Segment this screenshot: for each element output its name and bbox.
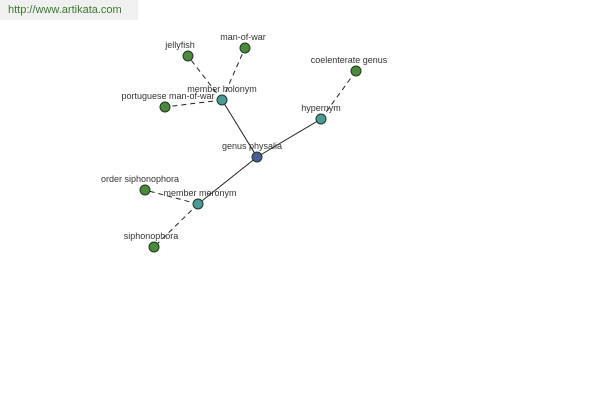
edge-genus-physalia-to-member-holonym [221, 99, 258, 158]
label-jellyfish[interactable]: jellyfish [164, 40, 195, 50]
edge-genus-physalia-to-member-meronym [197, 156, 258, 205]
label-genus-physalia[interactable]: genus physalia [222, 141, 282, 151]
node-member-meronym[interactable] [192, 198, 204, 210]
label-man-of-war[interactable]: man-of-war [220, 32, 266, 42]
label-member-holonym[interactable]: member holonym [187, 84, 257, 94]
label-order-siphonophora[interactable]: order siphonophora [101, 174, 179, 184]
node-genus-physalia[interactable] [251, 151, 263, 163]
edge-member-holonym-to-portuguese-man-of-war [164, 99, 223, 108]
edge-member-meronym-to-siphonophora [153, 203, 199, 248]
watermark-url[interactable]: http://www.artikata.com [8, 4, 122, 16]
edge-member-meronym-to-order-siphonophora [144, 189, 199, 205]
graph-edges [144, 47, 357, 248]
node-siphonophora[interactable] [148, 241, 160, 253]
node-portuguese-man-of-war[interactable] [159, 101, 171, 113]
watermark-bar: http://www.artikata.com [0, 0, 138, 20]
edge-genus-physalia-to-hypernym [256, 118, 322, 158]
node-hypernym[interactable] [315, 113, 327, 125]
label-hypernym[interactable]: hypernym [301, 103, 341, 113]
graph-nodes [139, 42, 362, 253]
edge-member-holonym-to-jellyfish [187, 55, 223, 101]
node-member-holonym[interactable] [216, 94, 228, 106]
graph-labels: genus physalia member holonym hypernym memb… [101, 32, 388, 241]
label-coelenterate-genus[interactable]: coelenterate genus [311, 55, 388, 65]
label-siphonophora[interactable]: siphonophora [124, 231, 179, 241]
label-member-meronym[interactable]: member meronym [163, 188, 236, 198]
edge-hypernym-to-coelenterate-genus [320, 70, 357, 120]
label-portuguese-man-of-war[interactable]: portuguese man-of-war [121, 91, 214, 101]
node-order-siphonophora[interactable] [139, 184, 151, 196]
node-coelenterate-genus[interactable] [350, 65, 362, 77]
node-man-of-war[interactable] [239, 42, 251, 54]
node-jellyfish[interactable] [182, 50, 194, 62]
edge-member-holonym-to-man-of-war [221, 47, 246, 101]
